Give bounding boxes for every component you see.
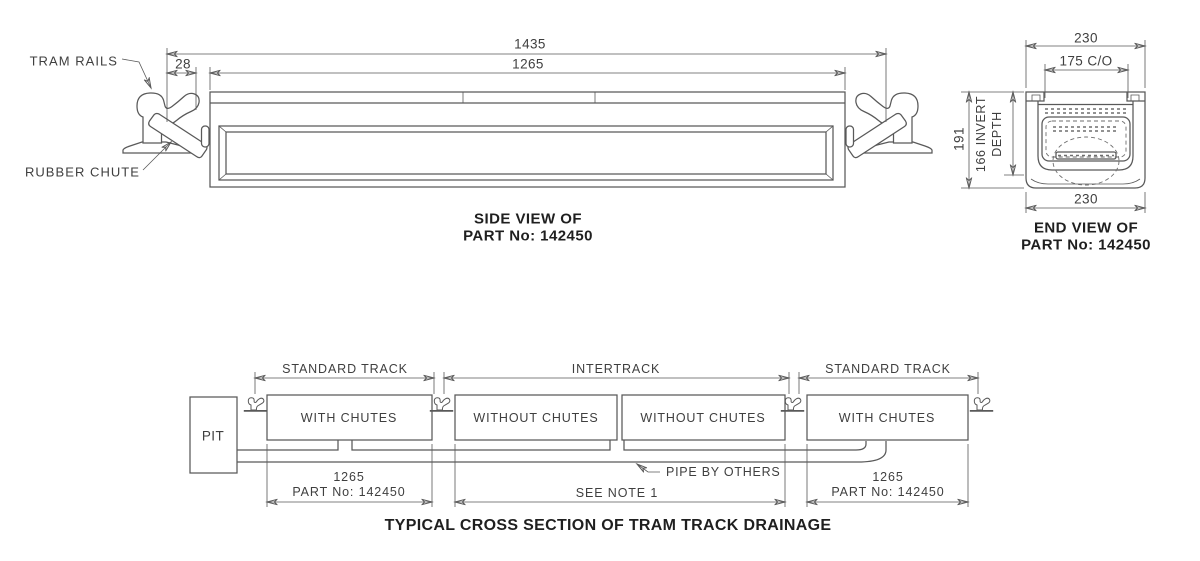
box-label-2: WITHOUT CHUTES xyxy=(473,411,599,425)
pit-box xyxy=(189,396,238,474)
side-view-drawing xyxy=(121,48,933,188)
box-label-1: WITH CHUTES xyxy=(300,411,398,425)
channel-box-4 xyxy=(806,394,969,441)
channel-box-1 xyxy=(266,394,433,441)
end-body xyxy=(1025,91,1146,189)
dim-175-text: 175 C/O xyxy=(1059,53,1113,69)
tram-rail-icon-right xyxy=(845,92,933,159)
channel-box-2 xyxy=(454,394,618,441)
end-cavity xyxy=(1037,101,1134,171)
dim-230-top-text: 230 xyxy=(1074,30,1098,46)
track-label-standard-left: STANDARD TRACK xyxy=(282,362,408,376)
pipe-note-leader xyxy=(637,464,660,472)
dim-230-bottom-text: 230 xyxy=(1074,191,1098,207)
side-view-caption-line1: SIDE VIEW OF xyxy=(474,210,582,228)
track-label-intertrack: INTERTRACK xyxy=(571,362,661,376)
end-view-caption-line1: END VIEW OF xyxy=(1033,219,1139,237)
tram-rail-icon-small-1 xyxy=(242,396,269,412)
channel-body xyxy=(209,91,846,188)
dim-left-part-text: PART No: 142450 xyxy=(292,485,406,499)
tram-rail-icon-small-3 xyxy=(779,396,806,412)
drawing-title: TYPICAL CROSS SECTION OF TRAM TRACK DRAI… xyxy=(384,517,832,534)
pit-label: PIT xyxy=(201,428,225,444)
tram-rails-label: TRAM RAILS xyxy=(29,53,118,69)
dim-mid-note-text: SEE NOTE 1 xyxy=(575,486,659,500)
end-view-drawing xyxy=(961,40,1145,213)
box-label-3: WITHOUT CHUTES xyxy=(640,411,766,425)
dim-left-length-text: 1265 xyxy=(333,470,365,484)
tram-rail-icon-small-2 xyxy=(428,396,455,412)
insert-hidden-outline xyxy=(1045,120,1127,158)
tram-rail-icon-small-4 xyxy=(968,396,995,412)
end-view-caption-line2: PART No: 142450 xyxy=(1021,236,1151,254)
dim-191-text: 191 xyxy=(951,127,967,151)
dim-166-invert-text: 166 INVERT xyxy=(974,95,988,173)
track-label-standard-right: STANDARD TRACK xyxy=(825,362,951,376)
insert-body xyxy=(1041,116,1131,162)
invert-circle xyxy=(1052,136,1120,186)
dim-1435-text: 1435 xyxy=(514,36,546,52)
dim-right-length-text: 1265 xyxy=(872,470,904,484)
side-view-caption-line2: PART No: 142450 xyxy=(463,227,593,245)
cross-section-drawing xyxy=(189,372,995,507)
box-label-4: WITH CHUTES xyxy=(838,411,936,425)
rubber-chute-label: RUBBER CHUTE xyxy=(24,164,140,180)
tram-rails-leader xyxy=(121,58,151,88)
dim-depth-text: DEPTH xyxy=(990,111,1004,157)
dim-28-text: 28 xyxy=(175,56,191,72)
pipe-lines xyxy=(237,440,887,463)
pipe-note-label: PIPE BY OTHERS xyxy=(666,465,781,479)
channel-recess-outer xyxy=(218,125,834,181)
channel-box-3 xyxy=(621,394,786,441)
rubber-chute-leader xyxy=(142,142,171,171)
dim-1265-text: 1265 xyxy=(512,56,544,72)
channel-recess-inner xyxy=(225,131,827,175)
dim-right-part-text: PART No: 142450 xyxy=(831,485,945,499)
grate-detail xyxy=(1045,108,1127,114)
